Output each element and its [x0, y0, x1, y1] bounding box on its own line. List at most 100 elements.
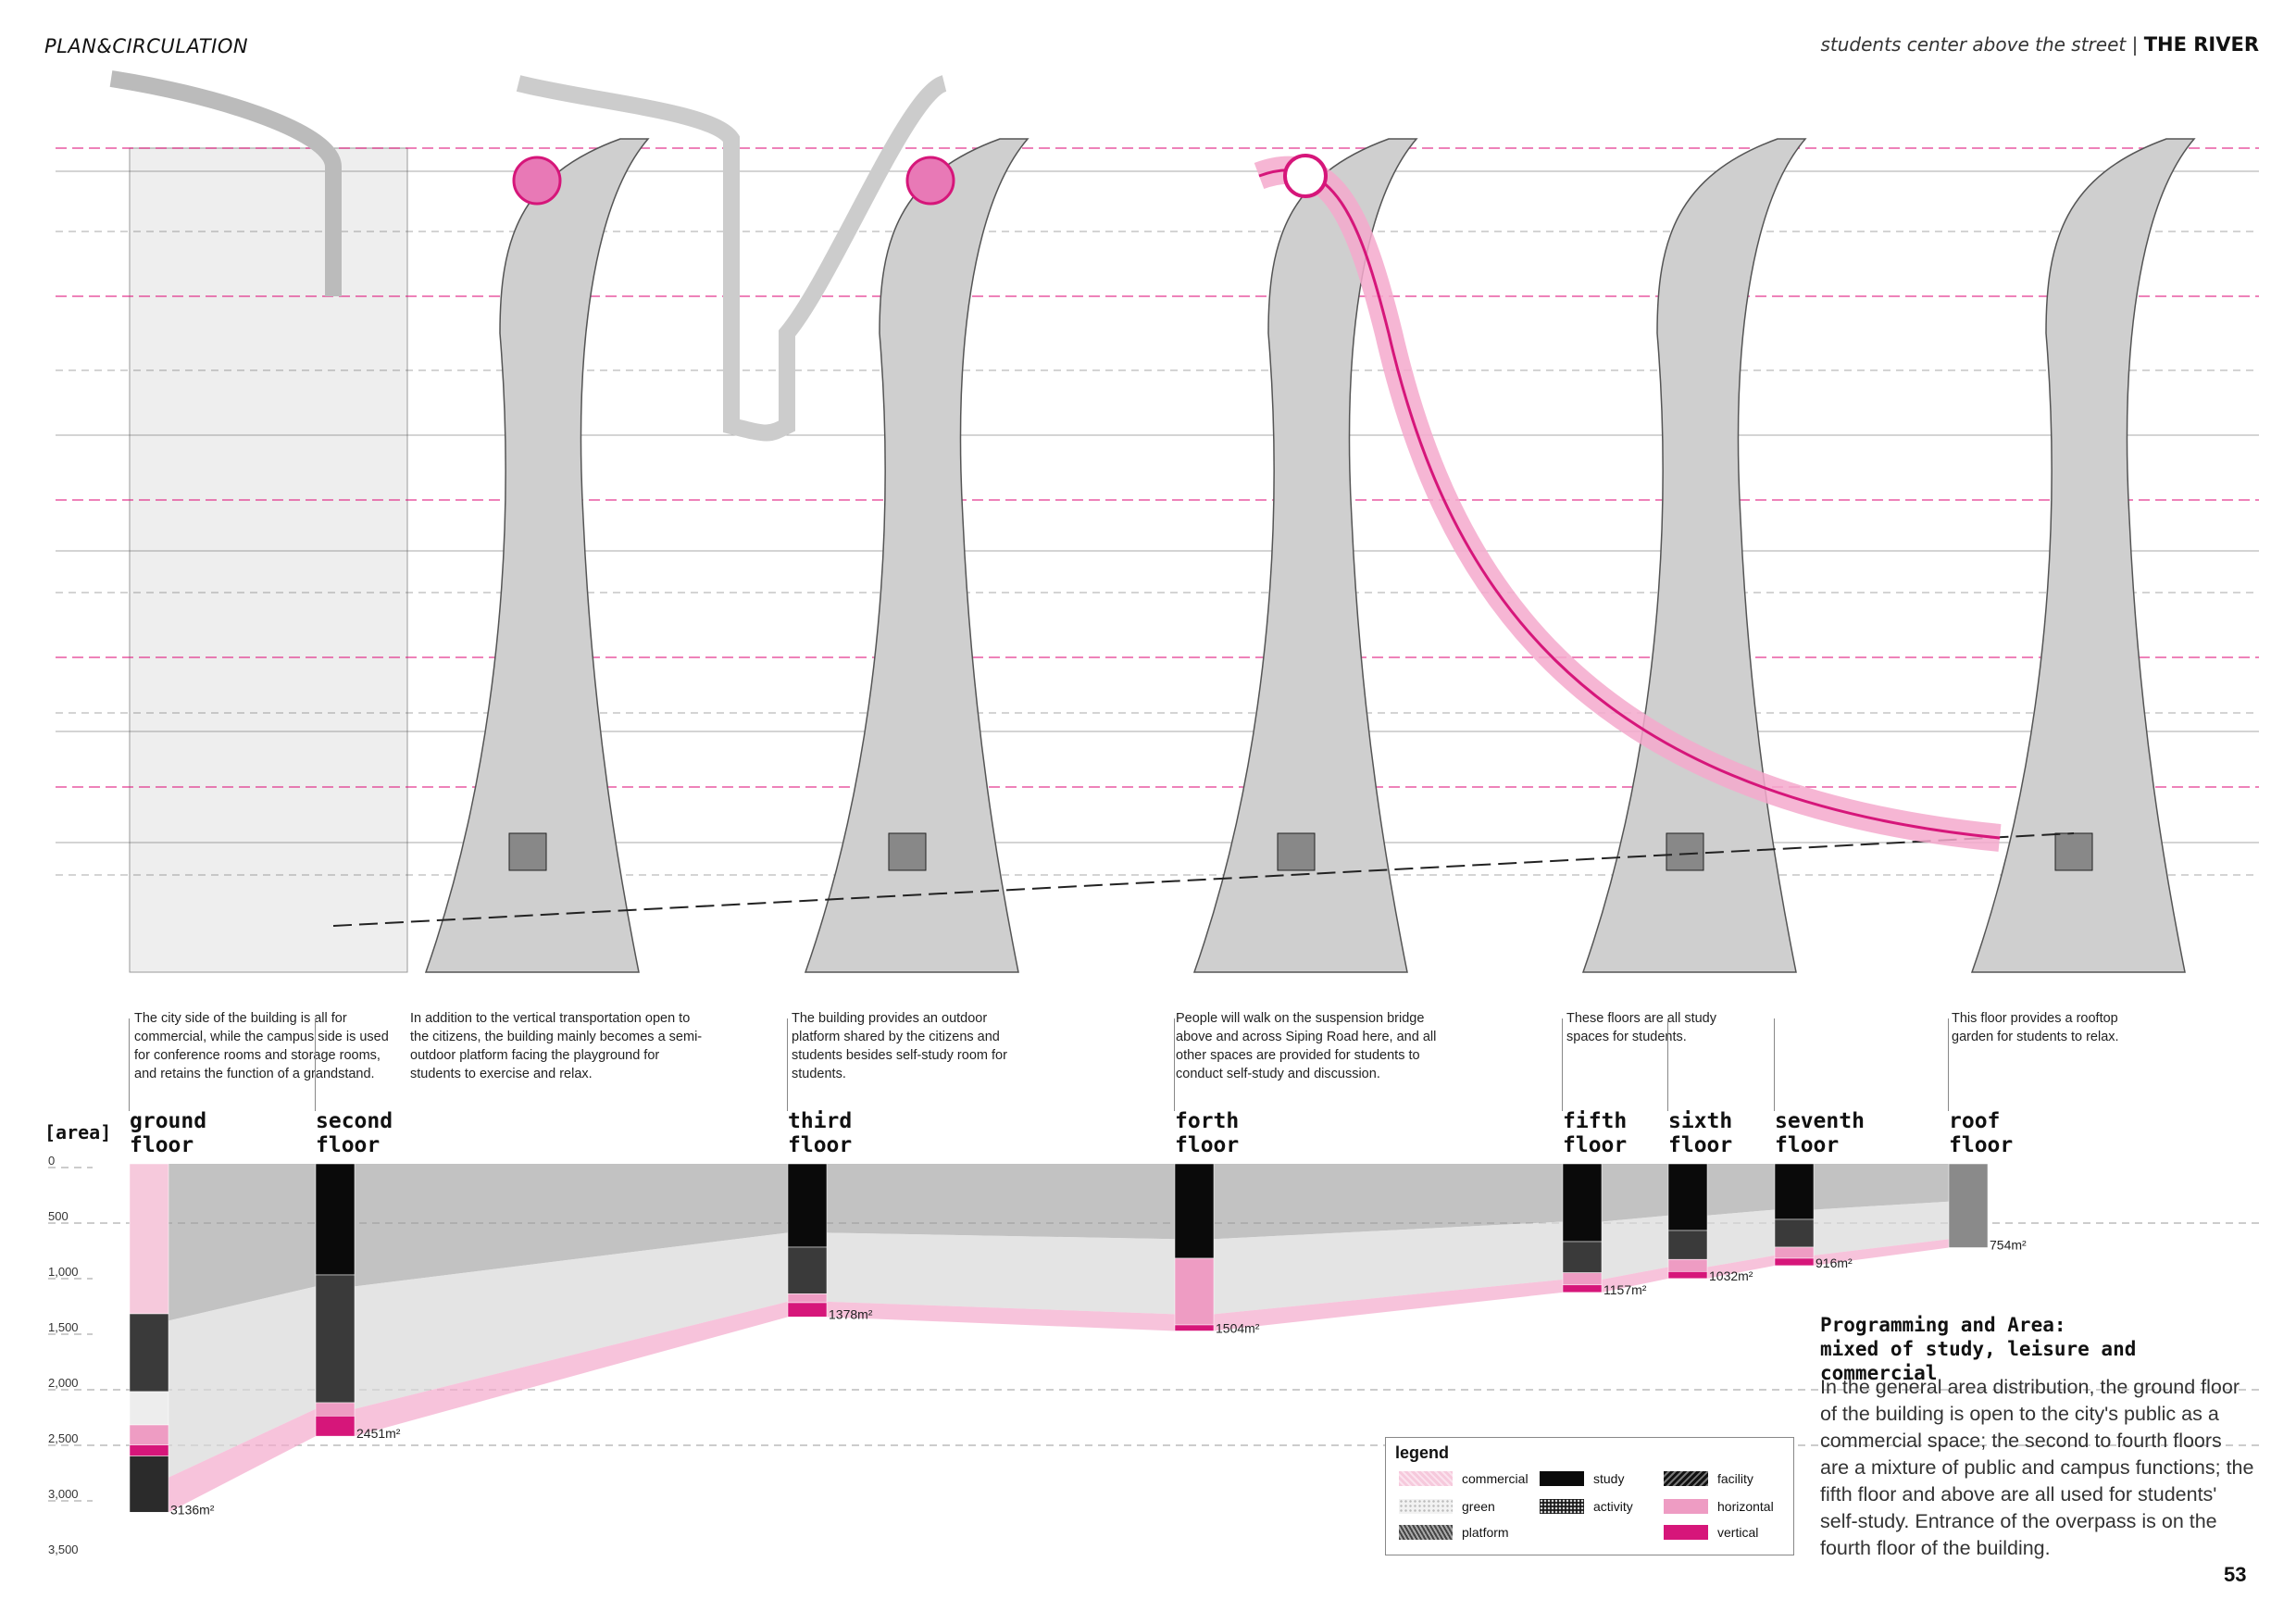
bar-segment-horizontal — [1562, 1272, 1603, 1286]
area-value-label: 1157m² — [1603, 1282, 1647, 1297]
project-name: THE RIVER — [2143, 33, 2259, 56]
bar-segment-activity — [1774, 1218, 1815, 1248]
legend-item-vertical: vertical — [1664, 1525, 1758, 1540]
flow-horizontal — [355, 1301, 788, 1437]
desc-roof-floor: This floor provides a rooftop garden for… — [1952, 1011, 2119, 1044]
floor-plans-drawing — [56, 70, 2259, 973]
project-title: students center above the street | THE R… — [1820, 33, 2259, 56]
bar-segment-horizontal — [129, 1424, 169, 1445]
flow-horizontal — [827, 1301, 1175, 1331]
bar-segment-study — [1774, 1163, 1815, 1220]
core-box — [2054, 832, 2093, 871]
legend-swatch — [1540, 1471, 1584, 1486]
bar-segment-study — [315, 1163, 356, 1276]
bar-segment-horizontal — [1174, 1257, 1215, 1326]
area-value-label: 754m² — [1990, 1237, 2027, 1252]
desc-ground-floor: The city side of the building is all for… — [134, 1011, 389, 1081]
programming-title: Programming and Area: mixed of study, le… — [1820, 1314, 2137, 1384]
floor-plate — [804, 138, 1029, 973]
desc-forth-floor: People will walk on the suspension bridg… — [1176, 1011, 1437, 1081]
area-value-label: 2451m² — [356, 1426, 401, 1441]
bar-segment-horizontal — [315, 1402, 356, 1417]
legend-item-commercial: commercial — [1399, 1471, 1529, 1486]
axis-tick-label: 500 — [48, 1209, 69, 1223]
floor-plate — [1581, 138, 1807, 973]
core-box — [1277, 832, 1316, 871]
flow-study — [1214, 1164, 1563, 1240]
flow-activity — [1602, 1215, 1668, 1280]
bar-segment-horizontal — [787, 1293, 828, 1304]
bar-segment-vertical — [1667, 1271, 1708, 1280]
flow-study — [1707, 1164, 1775, 1216]
legend-swatch — [1399, 1499, 1453, 1514]
bar-segment-vertical — [315, 1416, 356, 1437]
flow-activity — [1214, 1221, 1563, 1315]
legend-swatch — [1664, 1525, 1708, 1540]
axis-tick-label: 3,000 — [48, 1487, 79, 1501]
axis-title: [area] — [44, 1121, 112, 1143]
flow-activity — [1707, 1209, 1775, 1268]
flow-horizontal — [168, 1408, 316, 1513]
axis-tick-label: 2,500 — [48, 1431, 79, 1445]
area-value-label: 3136m² — [170, 1502, 215, 1517]
legend-title: legend — [1395, 1443, 1450, 1462]
legend-item-activity: activity — [1540, 1499, 1633, 1514]
circulation-line — [332, 832, 2075, 927]
legend-item-study: study — [1540, 1471, 1624, 1486]
legend-item-facility: facility — [1664, 1471, 1753, 1486]
floor-plate — [1970, 138, 2196, 973]
plan-background — [129, 147, 408, 973]
bar-segment-green — [129, 1391, 169, 1426]
flow-horizontal — [1814, 1239, 1949, 1266]
legend: legend commercial study facility green a… — [1385, 1437, 1794, 1555]
flow-study — [827, 1164, 1175, 1240]
bar-segment-platform — [1948, 1163, 1989, 1248]
bar-segment-vertical — [1174, 1324, 1215, 1331]
stair-circle-2 — [905, 156, 955, 206]
desc-fifth-floor: These floors are all study spaces for st… — [1566, 1011, 1716, 1044]
axis-tick-label: 0 — [48, 1154, 55, 1168]
flow-study — [1602, 1164, 1668, 1222]
core-box — [508, 832, 547, 871]
area-chart: 0 500 1,000 1,500 2,000 2,500 3,000 3,500 3136m²… — [48, 1018, 2259, 1555]
axis-tick-label: 2,000 — [48, 1376, 79, 1390]
curvy-path — [109, 70, 342, 296]
project-subtitle: students center above the street — [1820, 33, 2127, 56]
bar-segment-horizontal — [1667, 1258, 1708, 1272]
axis-tick-label: 3,500 — [48, 1543, 79, 1555]
bar-segment-activity — [1667, 1230, 1708, 1260]
bar-segment-facility — [129, 1455, 169, 1513]
section-title: PLAN&CIRCULATION — [44, 35, 249, 57]
area-value-label: 1504m² — [1216, 1320, 1260, 1335]
bar-segment-activity — [1562, 1241, 1603, 1273]
stair-circle-1 — [512, 156, 562, 206]
legend-swatch — [1664, 1499, 1708, 1514]
legend-swatch — [1399, 1471, 1453, 1486]
area-value-label: 1378m² — [829, 1306, 873, 1321]
floor-plates — [332, 138, 2196, 973]
flow-activity — [1814, 1201, 1949, 1255]
stair-circle-3 — [1283, 154, 1328, 198]
axis-tick-label: 1,000 — [48, 1265, 79, 1279]
bar-segment-activity — [129, 1313, 169, 1393]
flow-horizontal — [1707, 1255, 1775, 1279]
programming-body: In the general area distribution, the gr… — [1820, 1376, 2254, 1559]
floor-plate — [1192, 138, 1418, 973]
legend-swatch — [1664, 1471, 1708, 1486]
core-box — [1666, 832, 1704, 871]
bar-segment-vertical — [787, 1302, 828, 1318]
flow-activity — [827, 1232, 1175, 1315]
axis-tick-label: 1,500 — [48, 1320, 79, 1334]
bar-segment-study — [1667, 1163, 1708, 1231]
title-separator: | — [2126, 33, 2144, 56]
core-box — [888, 832, 927, 871]
bar-segment-study — [1174, 1163, 1215, 1259]
flow-activity — [168, 1286, 316, 1478]
legend-item-horizontal: horizontal — [1664, 1499, 1774, 1514]
